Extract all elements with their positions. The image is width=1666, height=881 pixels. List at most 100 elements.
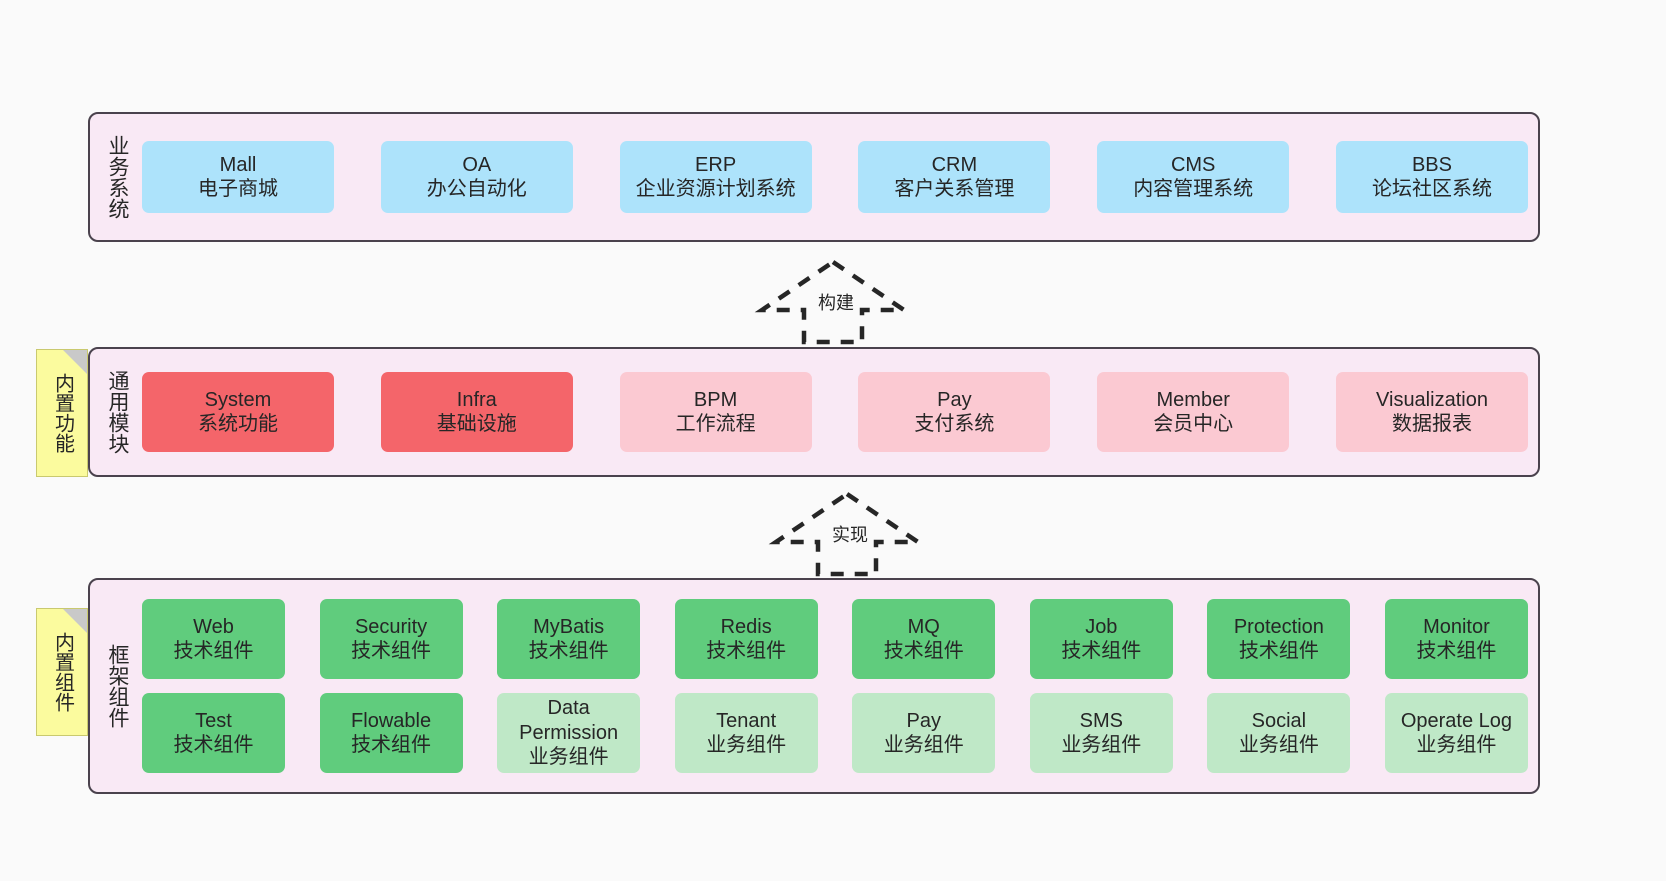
card-title: CMS (1170, 153, 1216, 176)
card-subtitle: 电子商城 (198, 178, 278, 200)
card-visualization[interactable]: Visualization 数据报表 (1335, 372, 1528, 452)
card-subtitle: 技术组件 (883, 640, 964, 662)
card-title: OA (462, 153, 492, 176)
card-sms[interactable]: SMS 业务组件 (1029, 693, 1173, 773)
connector-implement-arrow: 实现 (768, 490, 926, 577)
card-title: Web (193, 615, 234, 638)
card-row-technical: Web 技术组件 Security 技术组件 MyBatis 技术组件 Redi… (142, 599, 1528, 679)
layer-body-business-systems: Mall 电子商城 OA 办公自动化 ERP 企业资源计划系统 CRM 客户关系… (142, 120, 1528, 234)
card-title: Protection (1233, 615, 1324, 638)
card-row: System 系统功能 Infra 基础设施 BPM 工作流程 Pay 支付系统… (142, 372, 1528, 452)
card-subtitle: 内容管理系统 (1133, 178, 1254, 200)
card-subtitle: 基础设施 (436, 413, 517, 435)
card-title: CRM (931, 153, 978, 176)
card-pay[interactable]: Pay 支付系统 (858, 372, 1051, 452)
layer-body-common-modules: System 系统功能 Infra 基础设施 BPM 工作流程 Pay 支付系统… (142, 355, 1528, 469)
card-test[interactable]: Test 技术组件 (142, 693, 285, 773)
card-subtitle: 技术组件 (1061, 640, 1142, 662)
card-cms[interactable]: CMS 内容管理系统 (1097, 141, 1290, 213)
card-title: ERP (695, 153, 737, 176)
card-crm[interactable]: CRM 客户关系管理 (858, 141, 1051, 213)
layer-body-framework-components: Web 技术组件 Security 技术组件 MyBatis 技术组件 Redi… (142, 586, 1528, 786)
card-subtitle: 技术组件 (173, 734, 254, 756)
card-redis[interactable]: Redis 技术组件 (674, 599, 818, 679)
connector-build-arrow: 构建 (754, 258, 912, 345)
card-mybatis[interactable]: MyBatis 技术组件 (497, 599, 641, 679)
card-title: Social (1251, 709, 1307, 732)
card-subtitle: 技术组件 (706, 640, 787, 662)
card-subtitle: 论坛社区系统 (1371, 178, 1492, 200)
card-title: BPM (693, 388, 738, 411)
layer-title-framework-components: 框架组件 (105, 644, 129, 728)
card-member[interactable]: Member 会员中心 (1097, 372, 1290, 452)
card-subtitle: 客户关系管理 (894, 178, 1015, 200)
card-subtitle: 企业资源计划系统 (635, 178, 796, 200)
layer-framework-components: 框架组件 Web 技术组件 Security 技术组件 MyBatis 技术组件… (88, 578, 1540, 794)
card-subtitle: 数据报表 (1391, 413, 1472, 435)
card-tenant[interactable]: Tenant 业务组件 (674, 693, 818, 773)
card-bbs[interactable]: BBS 论坛社区系统 (1335, 141, 1528, 213)
card-protection[interactable]: Protection 技术组件 (1207, 599, 1351, 679)
sticky-note-builtin-functions: 内置功能 (36, 349, 88, 477)
card-mall[interactable]: Mall 电子商城 (142, 141, 334, 213)
card-oa[interactable]: OA 办公自动化 (380, 141, 573, 213)
card-title: Job (1085, 615, 1118, 638)
card-social[interactable]: Social 业务组件 (1207, 693, 1351, 773)
layer-title-common-modules: 通用模块 (105, 370, 129, 454)
card-erp[interactable]: ERP 企业资源计划系统 (619, 141, 812, 213)
card-subtitle: 业务组件 (1416, 734, 1497, 756)
card-title: Data Permission (519, 697, 619, 744)
card-title: Mall (219, 153, 257, 176)
card-bpm[interactable]: BPM 工作流程 (619, 372, 812, 452)
card-subtitle: 业务组件 (1061, 734, 1142, 756)
card-monitor[interactable]: Monitor 技术组件 (1384, 599, 1528, 679)
card-title: Visualization (1376, 388, 1488, 411)
card-subtitle: 业务组件 (528, 746, 609, 769)
sticky-note-builtin-components: 内置组件 (36, 608, 88, 736)
sticky-note-label: 内置功能 (51, 373, 74, 453)
card-subtitle: 技术组件 (1238, 640, 1319, 662)
card-title: System (204, 388, 272, 411)
card-mq[interactable]: MQ 技术组件 (852, 599, 996, 679)
card-subtitle: 技术组件 (528, 640, 609, 662)
card-subtitle: 技术组件 (351, 734, 432, 756)
card-title: Security (354, 615, 428, 638)
card-subtitle: 技术组件 (351, 640, 432, 662)
card-subtitle: 技术组件 (1416, 640, 1497, 662)
card-title: BBS (1411, 153, 1452, 176)
card-web[interactable]: Web 技术组件 (142, 599, 285, 679)
card-title: Test (195, 709, 232, 732)
card-title: Pay (937, 388, 972, 411)
card-subtitle: 业务组件 (1238, 734, 1319, 756)
card-flowable[interactable]: Flowable 技术组件 (319, 693, 463, 773)
card-job[interactable]: Job 技术组件 (1029, 599, 1173, 679)
card-title: SMS (1079, 709, 1123, 732)
card-title: Tenant (716, 709, 777, 732)
card-subtitle: 办公自动化 (426, 178, 527, 200)
card-row: Mall 电子商城 OA 办公自动化 ERP 企业资源计划系统 CRM 客户关系… (142, 141, 1528, 213)
card-title: Operate Log (1400, 709, 1513, 732)
card-operate-log[interactable]: Operate Log 业务组件 (1384, 693, 1528, 773)
card-row-business: Test 技术组件 Flowable 技术组件 Data Permission … (142, 693, 1528, 773)
sticky-note-label: 内置组件 (51, 632, 74, 712)
layer-title-business-systems: 业务系统 (105, 135, 129, 219)
connector-build-label: 构建 (816, 293, 856, 313)
card-subtitle: 业务组件 (706, 734, 787, 756)
layer-common-modules: 通用模块 System 系统功能 Infra 基础设施 BPM 工作流程 Pay… (88, 347, 1540, 477)
layer-business-systems: 业务系统 Mall 电子商城 OA 办公自动化 ERP 企业资源计划系统 CRM… (88, 112, 1540, 242)
card-title: Member (1156, 388, 1230, 411)
card-subtitle: 会员中心 (1153, 413, 1234, 435)
card-title: Pay (906, 709, 941, 732)
card-title: MQ (907, 615, 940, 638)
card-title: Monitor (1423, 615, 1490, 638)
card-pay-business[interactable]: Pay 业务组件 (852, 693, 996, 773)
card-security[interactable]: Security 技术组件 (319, 599, 463, 679)
card-title: Redis (720, 615, 772, 638)
card-infra[interactable]: Infra 基础设施 (380, 372, 573, 452)
card-title: MyBatis (533, 615, 605, 638)
card-system[interactable]: System 系统功能 (142, 372, 334, 452)
card-data-permission[interactable]: Data Permission 业务组件 (497, 693, 641, 773)
connector-implement-label: 实现 (830, 525, 870, 545)
card-subtitle: 技术组件 (173, 640, 254, 662)
